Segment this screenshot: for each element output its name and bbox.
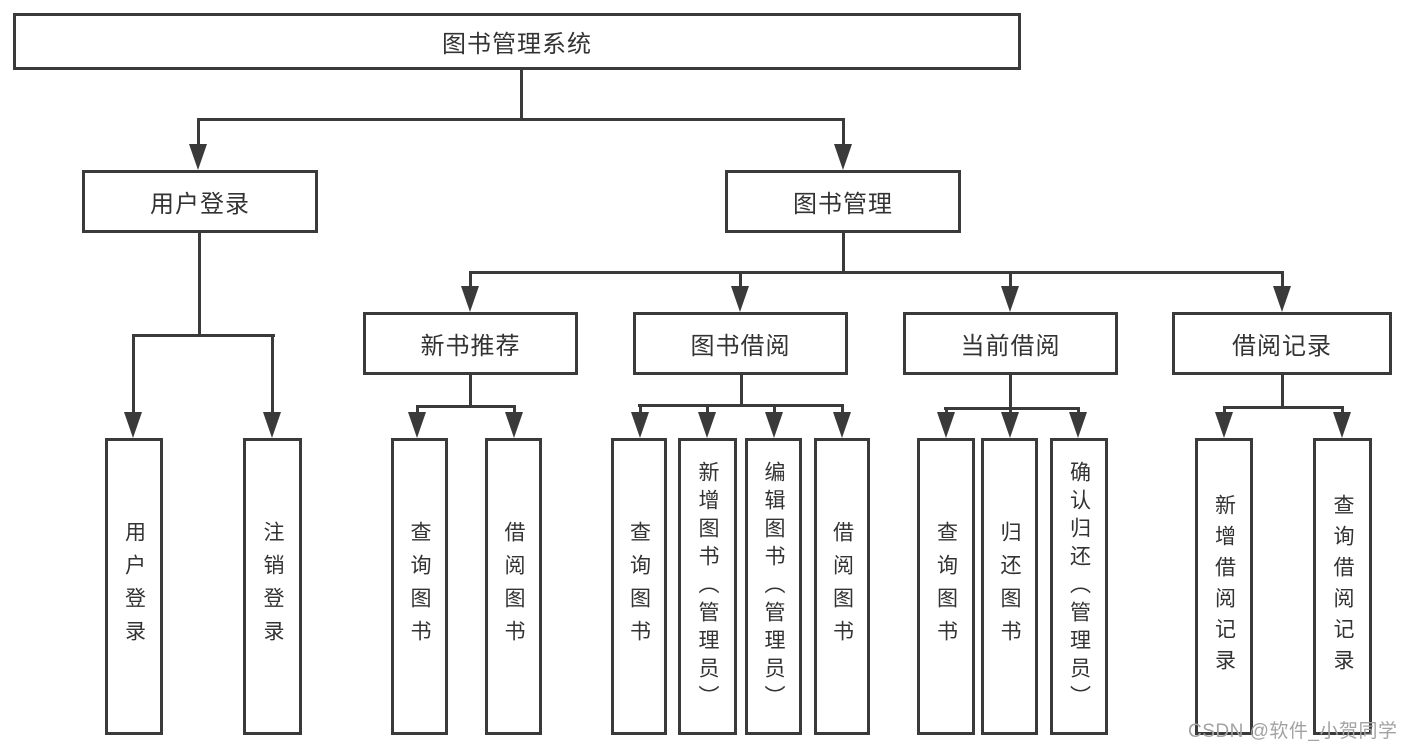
leaf-label: 查询图书 [934, 520, 958, 653]
leaf-label: 查询图书 [408, 520, 431, 653]
node-label: 图书管理系统 [442, 31, 592, 58]
arrow-down-icon [1273, 286, 1291, 312]
node-label: 图书借阅 [690, 333, 791, 360]
arrow-down-icon [1001, 286, 1019, 312]
connector-drop-leaf-logout [271, 334, 274, 412]
node-label: 借阅记录 [1232, 333, 1332, 360]
connector-drop-cb-query [945, 407, 948, 414]
connector-drop-cb-return [1009, 407, 1012, 414]
node-book-management: 图书管理 [725, 170, 961, 233]
arrow-down-icon [834, 144, 852, 170]
leaf-label: 用户登录 [122, 520, 146, 653]
connector-root-crossbar [197, 118, 845, 121]
connector-drop-bb-query [639, 404, 642, 414]
node-borrow-records: 借阅记录 [1172, 312, 1392, 375]
connector-userlogin-stem [198, 233, 201, 337]
leaf-confirm-return-admin: 确认归还（管理员） [1050, 438, 1108, 735]
arrow-down-icon [833, 412, 851, 438]
connector-drop-nb-borrow [513, 405, 516, 414]
connector-drop-nb-query [416, 405, 419, 414]
node-book-borrow: 图书借阅 [633, 312, 848, 375]
arrow-down-icon [1215, 412, 1233, 438]
leaf-label: 新增借阅记录 [1212, 493, 1236, 680]
node-label: 当前借阅 [960, 333, 1061, 360]
leaf-logout: 注销登录 [243, 438, 302, 735]
connector-drop-leaf-user-login [132, 334, 135, 412]
arrow-down-icon [189, 144, 207, 170]
arrow-down-icon [1069, 412, 1087, 438]
connector-bookborrow-stem [740, 375, 743, 407]
connector-drop-br-query [1341, 406, 1344, 414]
arrow-down-icon [505, 412, 523, 438]
connector-drop-current-borrow [1009, 271, 1012, 286]
node-new-book-recommend: 新书推荐 [363, 312, 578, 375]
connector-drop-borrow-records [1281, 271, 1284, 286]
connector-drop-book-borrow [739, 271, 742, 286]
leaf-label: 查询借阅记录 [1331, 493, 1354, 680]
connector-bookborrow-crossbar [638, 404, 844, 407]
arrow-down-icon [631, 412, 649, 438]
connector-drop-br-add [1223, 406, 1226, 414]
connector-drop-cb-confirm [1077, 407, 1080, 414]
leaf-add-borrow-record: 新增借阅记录 [1195, 438, 1253, 735]
arrow-down-icon [698, 412, 716, 438]
leaf-query-books-borrow: 查询图书 [611, 438, 667, 735]
arrow-down-icon [263, 412, 281, 438]
connector-drop-new-books [469, 271, 472, 286]
leaf-edit-books-admin: 编辑图书（管理员） [745, 438, 802, 735]
connector-borrowrecords-stem [1281, 375, 1284, 409]
node-root-library-system: 图书管理系统 [13, 13, 1021, 70]
connector-drop-book-mgmt [842, 118, 845, 146]
node-current-borrow: 当前借阅 [903, 312, 1118, 375]
connector-newbooks-crossbar [416, 405, 516, 408]
leaf-user-login: 用户登录 [105, 438, 163, 735]
csdn-watermark: CSDN @软件_小贺同学 [1188, 721, 1398, 742]
arrow-down-icon [461, 286, 479, 312]
connector-drop-bb-borrow [841, 404, 844, 414]
arrow-down-icon [124, 412, 142, 438]
arrow-down-icon [765, 412, 783, 438]
node-label: 用户登录 [150, 191, 250, 218]
arrow-down-icon [408, 412, 426, 438]
connector-bookmgmt-stem [842, 233, 845, 274]
leaf-label: 借阅图书 [830, 520, 854, 653]
leaf-borrow-books-borrow: 借阅图书 [814, 438, 870, 735]
arrow-down-icon [937, 412, 955, 438]
leaf-query-borrow-record: 查询借阅记录 [1313, 438, 1372, 735]
leaf-label: 注销登录 [261, 520, 284, 653]
connector-drop-user-login [197, 118, 200, 146]
leaf-label: 归还图书 [998, 520, 1021, 653]
connector-newbooks-stem [469, 375, 472, 408]
connector-drop-bb-edit [773, 404, 776, 414]
leaf-return-books: 归还图书 [981, 438, 1038, 735]
arrow-down-icon [1333, 412, 1351, 438]
connector-userlogin-crossbar [132, 334, 275, 337]
node-label: 新书推荐 [420, 333, 521, 360]
leaf-label: 编辑图书（管理员） [762, 460, 785, 713]
connector-currentborrow-stem [1009, 375, 1012, 410]
connector-root-stem [520, 70, 523, 120]
leaf-query-books-current: 查询图书 [917, 438, 975, 735]
arrow-down-icon [1001, 412, 1019, 438]
connector-drop-bb-add [706, 404, 709, 414]
leaf-add-books-admin: 新增图书（管理员） [678, 438, 737, 735]
arrow-down-icon [731, 286, 749, 312]
leaf-label: 借阅图书 [502, 520, 525, 653]
leaf-borrow-books-newbooks: 借阅图书 [485, 438, 542, 735]
node-label: 图书管理 [793, 191, 893, 218]
leaf-label: 查询图书 [627, 520, 651, 653]
connector-bookmgmt-crossbar [469, 271, 1283, 274]
leaf-label: 新增图书（管理员） [696, 460, 719, 713]
node-user-login: 用户登录 [82, 170, 318, 233]
connector-borrowrecords-crossbar [1223, 406, 1344, 409]
leaf-label: 确认归还（管理员） [1067, 460, 1091, 713]
connector-currentborrow-crossbar [944, 407, 1080, 410]
leaf-query-books-newbooks: 查询图书 [391, 438, 448, 735]
